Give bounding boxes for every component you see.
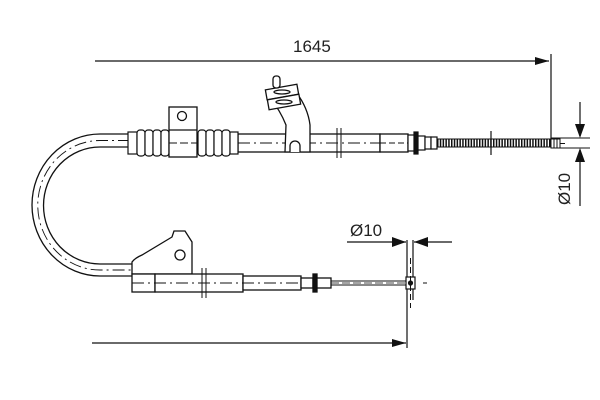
end-fitting-right-tip	[550, 138, 565, 149]
lower-length-dimension	[92, 240, 414, 348]
inner-cable-lower	[331, 280, 406, 286]
rubber-boot-right	[197, 129, 239, 157]
spring-section	[436, 131, 552, 155]
lower-sheath	[131, 268, 332, 298]
bottom-diameter-label: Ø10	[350, 221, 383, 240]
right-diameter-label: Ø10	[555, 172, 574, 205]
mounting-bracket-upper	[168, 106, 198, 158]
total-length-label: 1645	[293, 37, 331, 56]
cable-sheath	[31, 133, 132, 277]
upper-sheath	[237, 128, 409, 158]
mounting-clip-upper	[264, 75, 311, 153]
total-length-dimension	[95, 54, 552, 146]
end-fitting-bottom	[405, 258, 427, 308]
rubber-boot-left	[127, 129, 170, 157]
mounting-bracket-lower	[131, 230, 193, 275]
bottom-diameter-dimension	[347, 237, 452, 247]
end-fitting-right	[407, 131, 438, 155]
